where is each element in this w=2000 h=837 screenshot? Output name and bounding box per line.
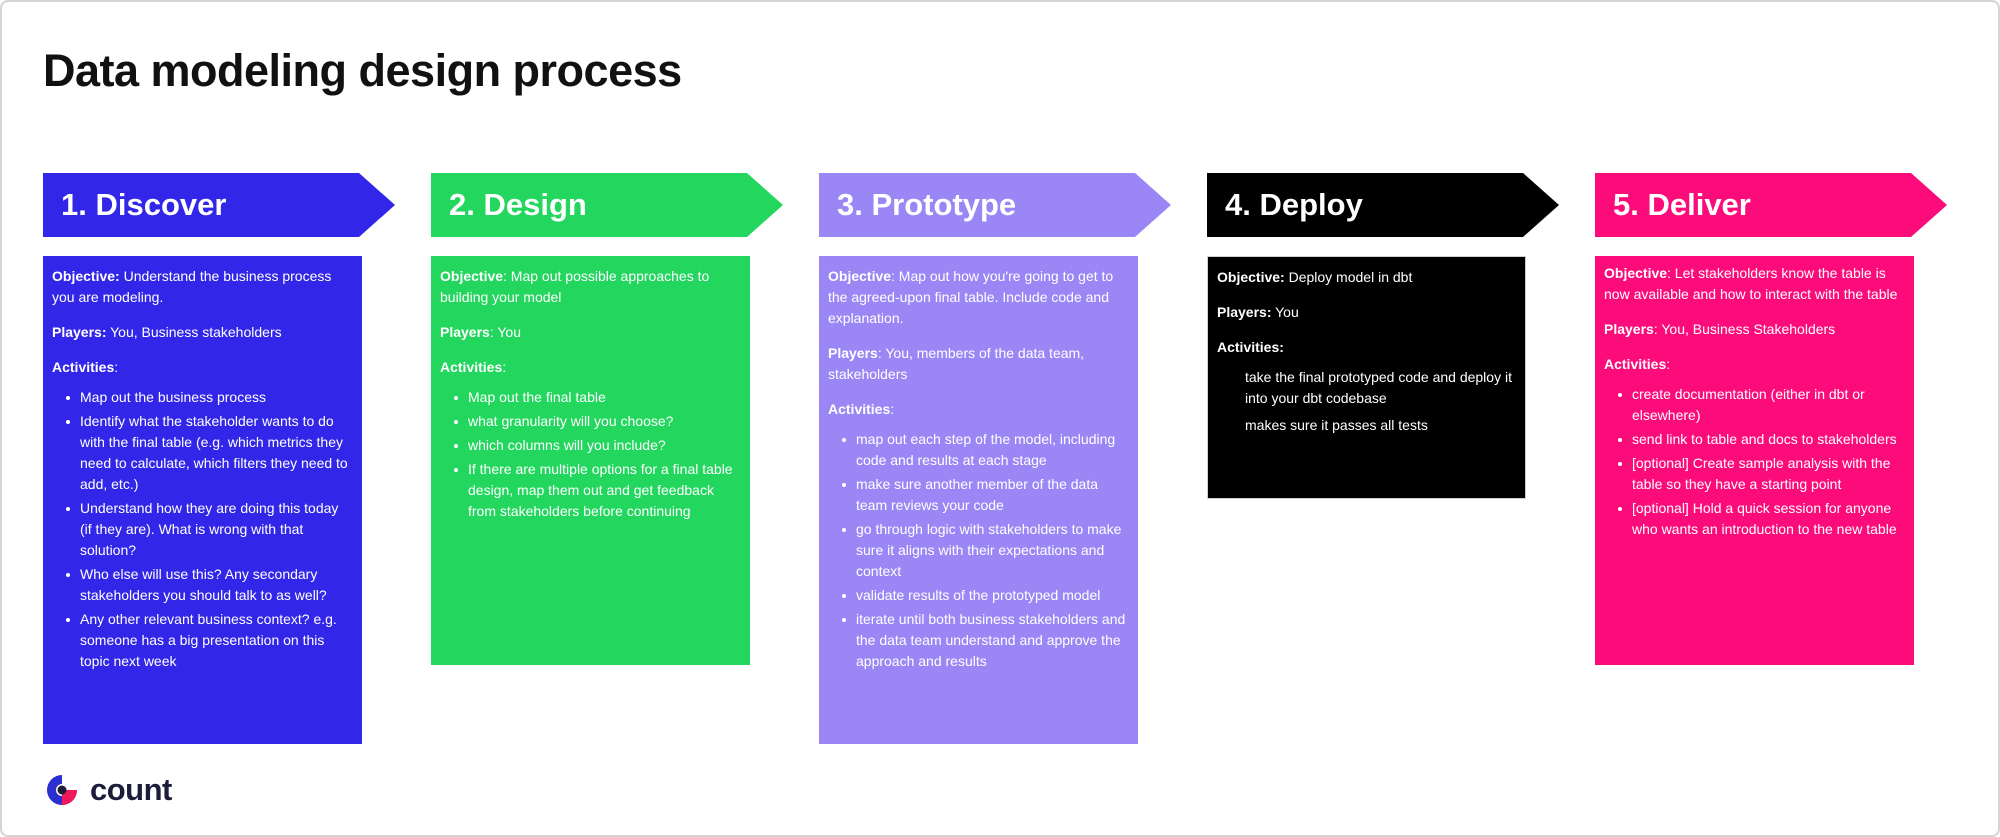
- list-item: go through logic with stakeholders to ma…: [828, 519, 1129, 582]
- activities-suffix: :: [890, 401, 895, 417]
- objective: Objective: Deploy model in dbt: [1217, 267, 1516, 288]
- players-label: Players: [440, 324, 490, 340]
- players-text: : You, Business Stakeholders: [1653, 321, 1836, 337]
- count-logo-icon: [47, 775, 77, 805]
- activities-list: Map out the final table what granularity…: [440, 387, 741, 522]
- objective-text: Deploy model in dbt: [1284, 269, 1413, 285]
- objective: Objective: Understand the business proce…: [52, 266, 353, 308]
- list-item: Understand how they are doing this today…: [52, 498, 353, 561]
- activities-label: Activities: [828, 401, 891, 417]
- objective-label: Objective: [828, 268, 892, 284]
- stage-deploy-arrow: 4. Deploy: [1207, 173, 1559, 237]
- list-item: Map out the business process: [52, 387, 353, 408]
- list-item: Who else will use this? Any secondary st…: [52, 564, 353, 606]
- objective: Objective: Map out how you're going to g…: [828, 266, 1129, 329]
- list-item: send link to table and docs to stakehold…: [1604, 429, 1905, 450]
- players-label: Players:: [1217, 304, 1272, 320]
- stage-prototype-card: Objective: Map out how you're going to g…: [819, 256, 1138, 744]
- players-text: You: [1271, 304, 1299, 320]
- activities-heading: Activities:: [1217, 337, 1516, 358]
- players: Players: You, Business Stakeholders: [1604, 319, 1905, 340]
- stage-discover-arrow: 1. Discover: [43, 173, 395, 237]
- list-item: create documentation (either in dbt or e…: [1604, 384, 1905, 426]
- activities-label: Activities: [440, 359, 503, 375]
- activities-label: Activities: [52, 359, 115, 375]
- players-text: : You, members of the data team, stakeho…: [828, 345, 1085, 382]
- stage-label: 4. Deploy: [1225, 187, 1363, 222]
- activities-label: Activities: [1604, 356, 1667, 372]
- list-item: map out each step of the model, includin…: [828, 429, 1129, 471]
- players: Players: You, members of the data team, …: [828, 343, 1129, 385]
- list-item: Any other relevant business context? e.g…: [52, 609, 353, 672]
- players: Players: You: [440, 322, 741, 343]
- objective-text: : Let stakeholders know the table is now…: [1604, 265, 1898, 302]
- stage-label: 1. Discover: [61, 187, 227, 222]
- activities-list: create documentation (either in dbt or e…: [1604, 384, 1905, 540]
- players-label: Players: [828, 345, 878, 361]
- stage-design-card: Objective: Map out possible approaches t…: [431, 256, 750, 665]
- objective: Objective: Map out possible approaches t…: [440, 266, 741, 308]
- activities-heading: Activities:: [828, 399, 1129, 420]
- stage-discover-card: Objective: Understand the business proce…: [43, 256, 362, 744]
- players-text: You, Business stakeholders: [106, 324, 282, 340]
- objective-label: Objective: [1604, 265, 1668, 281]
- page-title: Data modeling design process: [43, 45, 682, 96]
- activities-list: Map out the business process Identify wh…: [52, 387, 353, 672]
- list-item: validate results of the prototyped model: [828, 585, 1129, 606]
- objective-text: : Map out possible approaches to buildin…: [440, 268, 710, 305]
- players: Players: You: [1217, 302, 1516, 323]
- players-label: Players:: [52, 324, 107, 340]
- stage-label: 2. Design: [449, 187, 587, 222]
- players: Players: You, Business stakeholders: [52, 322, 353, 343]
- objective-label: Objective:: [52, 268, 120, 284]
- objective-label: Objective:: [1217, 269, 1285, 285]
- activities-heading: Activities:: [440, 357, 741, 378]
- logo-text: count: [90, 772, 172, 807]
- activities-heading: Activities:: [52, 357, 353, 378]
- stage-prototype-arrow: 3. Prototype: [819, 173, 1171, 237]
- activities-suffix: :: [114, 359, 119, 375]
- objective-text: : Map out how you're going to get to the…: [828, 268, 1114, 326]
- list-item: If there are multiple options for a fina…: [440, 459, 741, 522]
- list-item: iterate until both business stakeholders…: [828, 609, 1129, 672]
- list-item: Identify what the stakeholder wants to d…: [52, 411, 353, 495]
- stage-design-arrow: 2. Design: [431, 173, 783, 237]
- activities-list: take the final prototyped code and deplo…: [1217, 367, 1516, 436]
- list-item: makes sure it passes all tests: [1245, 417, 1428, 433]
- stage-deliver-card: Objective: Let stakeholders know the tab…: [1595, 256, 1914, 665]
- activities-label: Activities:: [1217, 339, 1284, 355]
- list-item: take the final prototyped code and deplo…: [1245, 369, 1512, 406]
- objective-text: Understand the business process you are …: [52, 268, 332, 305]
- list-item: Map out the final table: [440, 387, 741, 408]
- stage-deliver-arrow: 5. Deliver: [1595, 173, 1947, 237]
- list-item: [optional] Hold a quick session for anyo…: [1604, 498, 1905, 540]
- activities-heading: Activities:: [1604, 354, 1905, 375]
- list-item: what granularity will you choose?: [440, 411, 741, 432]
- list-item: [optional] Create sample analysis with t…: [1604, 453, 1905, 495]
- activities-suffix: :: [1666, 356, 1671, 372]
- list-item: make sure another member of the data tea…: [828, 474, 1129, 516]
- count-logo: count: [44, 772, 172, 808]
- stage-deploy-card: Objective: Deploy model in dbt Players: …: [1207, 256, 1526, 499]
- activities-suffix: :: [502, 359, 507, 375]
- list-item: which columns will you include?: [440, 435, 741, 456]
- activities-list: map out each step of the model, includin…: [828, 429, 1129, 672]
- objective-label: Objective: [440, 268, 504, 284]
- stage-label: 5. Deliver: [1613, 187, 1751, 222]
- players-text: : You: [489, 324, 521, 340]
- stage-label: 3. Prototype: [837, 187, 1017, 222]
- objective: Objective: Let stakeholders know the tab…: [1604, 263, 1905, 305]
- players-label: Players: [1604, 321, 1654, 337]
